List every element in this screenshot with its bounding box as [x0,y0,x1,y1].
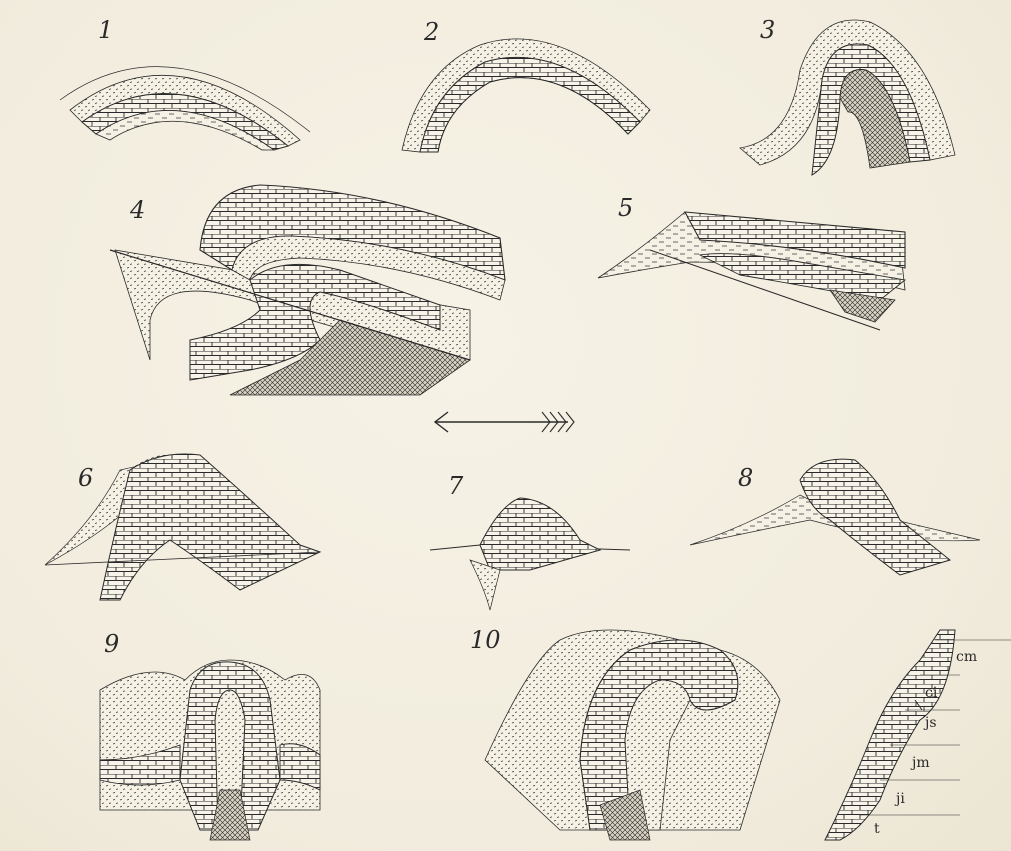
legend-label-ci: ci [925,686,937,700]
figure-label-6: 6 [78,466,93,490]
legend-label-ji: ji [896,792,905,806]
legend-label-t: t [874,822,880,836]
legend-label-jm: jm [912,756,930,770]
fold-figure-2 [402,39,650,152]
legend-label-cm: cm [956,650,977,664]
stratigraphic-column [825,630,1011,840]
fold-figure-7 [430,498,630,610]
fold-figure-5 [598,212,905,330]
fold-figure-1 [60,67,310,150]
figure-label-9: 9 [104,632,119,656]
figure-label-5: 5 [618,196,633,220]
legend-label-js: js [925,716,937,730]
fold-figure-4 [110,185,505,395]
figure-label-3: 3 [760,18,775,42]
figure-label-10: 10 [470,628,501,652]
fold-figure-10 [485,630,780,840]
figure-label-8: 8 [738,466,753,490]
figure-label-4: 4 [130,198,145,222]
figure-label-1: 1 [98,18,113,42]
figure-label-7: 7 [448,474,463,498]
fold-figure-8 [690,459,980,575]
fold-figure-9 [100,660,320,840]
figure-label-2: 2 [424,20,439,44]
direction-arrow [435,412,574,432]
